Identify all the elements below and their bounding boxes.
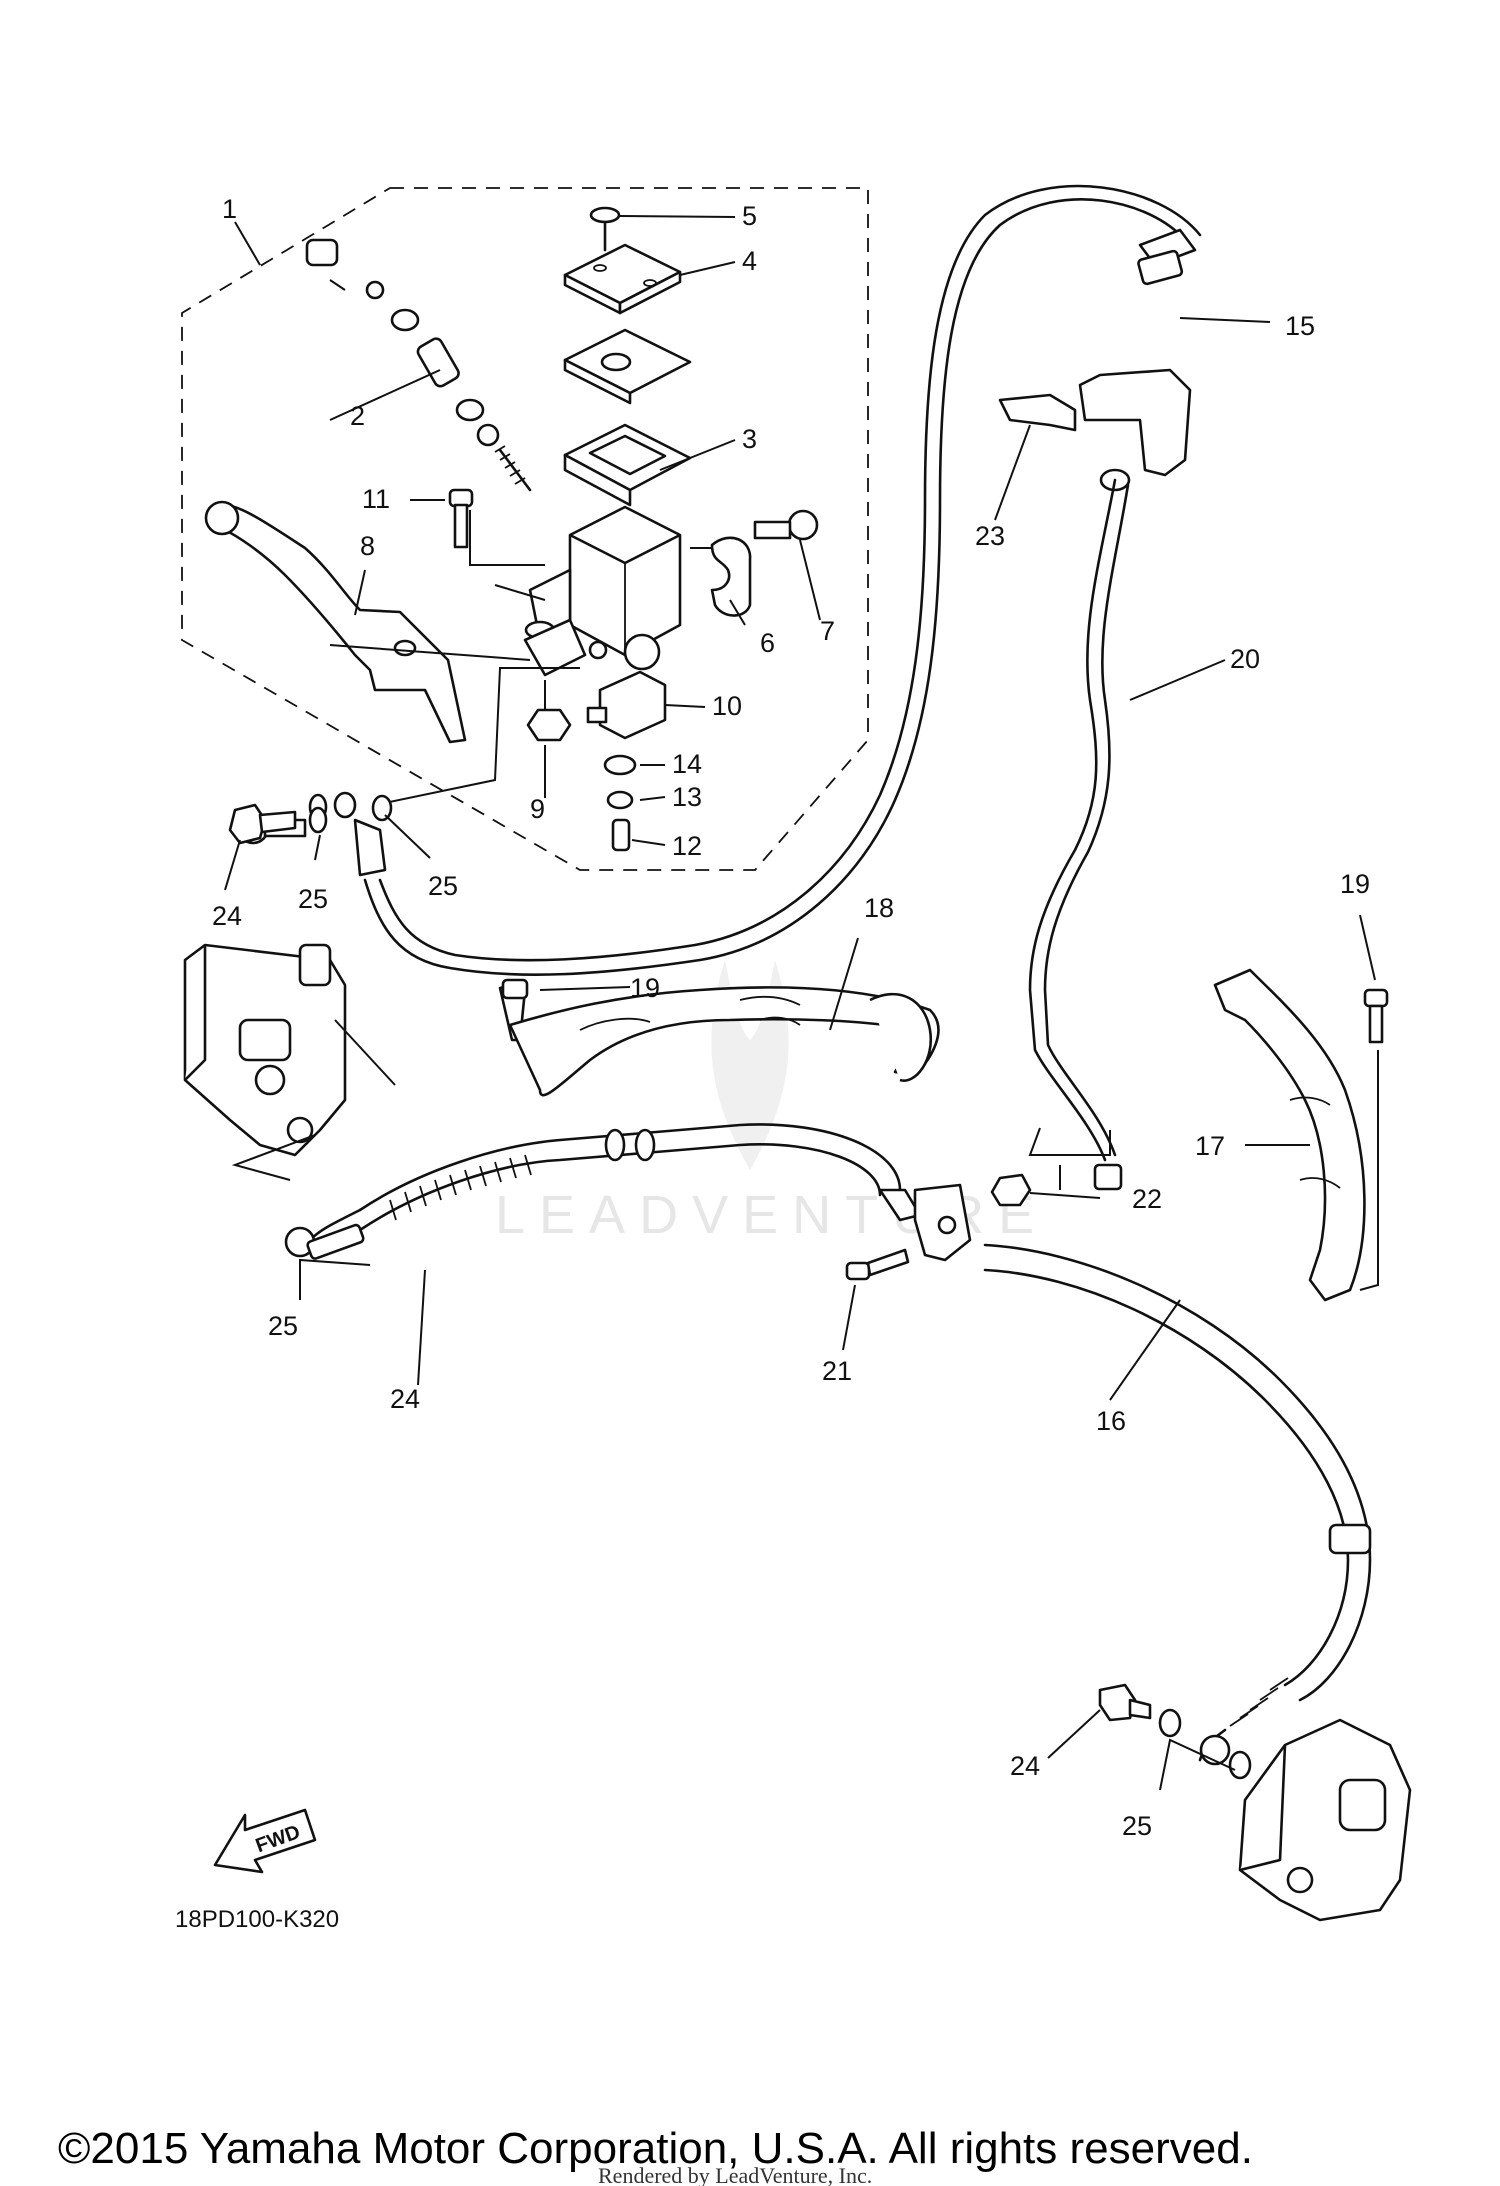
main-brake-hose xyxy=(284,1123,1372,1762)
callout-23: 23 xyxy=(975,521,1005,551)
bolt-nut-group xyxy=(845,1173,1032,1281)
hose-guard-right xyxy=(1213,968,1389,1302)
callout-9: 9 xyxy=(530,794,545,824)
callout-24-right: 24 xyxy=(1010,1751,1040,1781)
callout-19-right: 19 xyxy=(1340,869,1370,899)
metal-brake-line xyxy=(998,228,1197,1191)
callout-25-upper-right: 25 xyxy=(428,871,458,901)
callout-24-upper: 24 xyxy=(212,901,242,931)
callout-3: 3 xyxy=(742,424,757,454)
callout-25-lower: 25 xyxy=(268,1311,298,1341)
callout-2: 2 xyxy=(350,401,365,431)
callout-16: 16 xyxy=(1096,1406,1126,1436)
callout-leaders xyxy=(224,215,1376,1791)
callout-4: 4 xyxy=(742,246,757,276)
callout-25-upper-left: 25 xyxy=(298,884,328,914)
callout-24-lower: 24 xyxy=(390,1384,420,1414)
callout-12: 12 xyxy=(672,831,702,861)
callout-labels: 1 2 3 4 5 6 7 8 9 10 11 12 13 14 15 16 1… xyxy=(212,194,1370,1841)
upper-left-bolt-washers xyxy=(228,803,328,845)
front-right-caliper xyxy=(1098,1683,1412,1922)
callout-11: 11 xyxy=(362,484,390,514)
hose-guard-center xyxy=(498,978,940,1097)
callout-7: 7 xyxy=(820,616,835,646)
callout-22: 22 xyxy=(1132,1184,1162,1214)
callout-8: 8 xyxy=(360,531,375,561)
fwd-arrow-icon: FWD xyxy=(213,1808,317,1874)
callout-17: 17 xyxy=(1195,1131,1225,1161)
callout-1: 1 xyxy=(222,194,237,224)
master-cylinder-assembly xyxy=(204,206,819,852)
callout-13: 13 xyxy=(672,782,702,812)
callout-19-center: 19 xyxy=(630,973,660,1003)
callout-15: 15 xyxy=(1285,311,1315,341)
callout-18: 18 xyxy=(864,893,894,923)
callout-14: 14 xyxy=(672,749,702,779)
callout-10: 10 xyxy=(712,691,742,721)
front-left-brake-hose-group xyxy=(233,184,1202,976)
copyright-notice: ©2015 Yamaha Motor Corporation, U.S.A. A… xyxy=(58,2124,1253,2173)
callout-20: 20 xyxy=(1230,644,1260,674)
callout-6: 6 xyxy=(760,628,775,658)
callout-21: 21 xyxy=(822,1356,852,1386)
part-code: 18PD100-K320 xyxy=(175,1906,339,1933)
callout-5: 5 xyxy=(742,201,757,231)
callout-25-right: 25 xyxy=(1122,1811,1152,1841)
rendered-by: Rendered by LeadVenture, Inc. xyxy=(598,2163,872,2186)
front-left-caliper xyxy=(183,943,396,1181)
